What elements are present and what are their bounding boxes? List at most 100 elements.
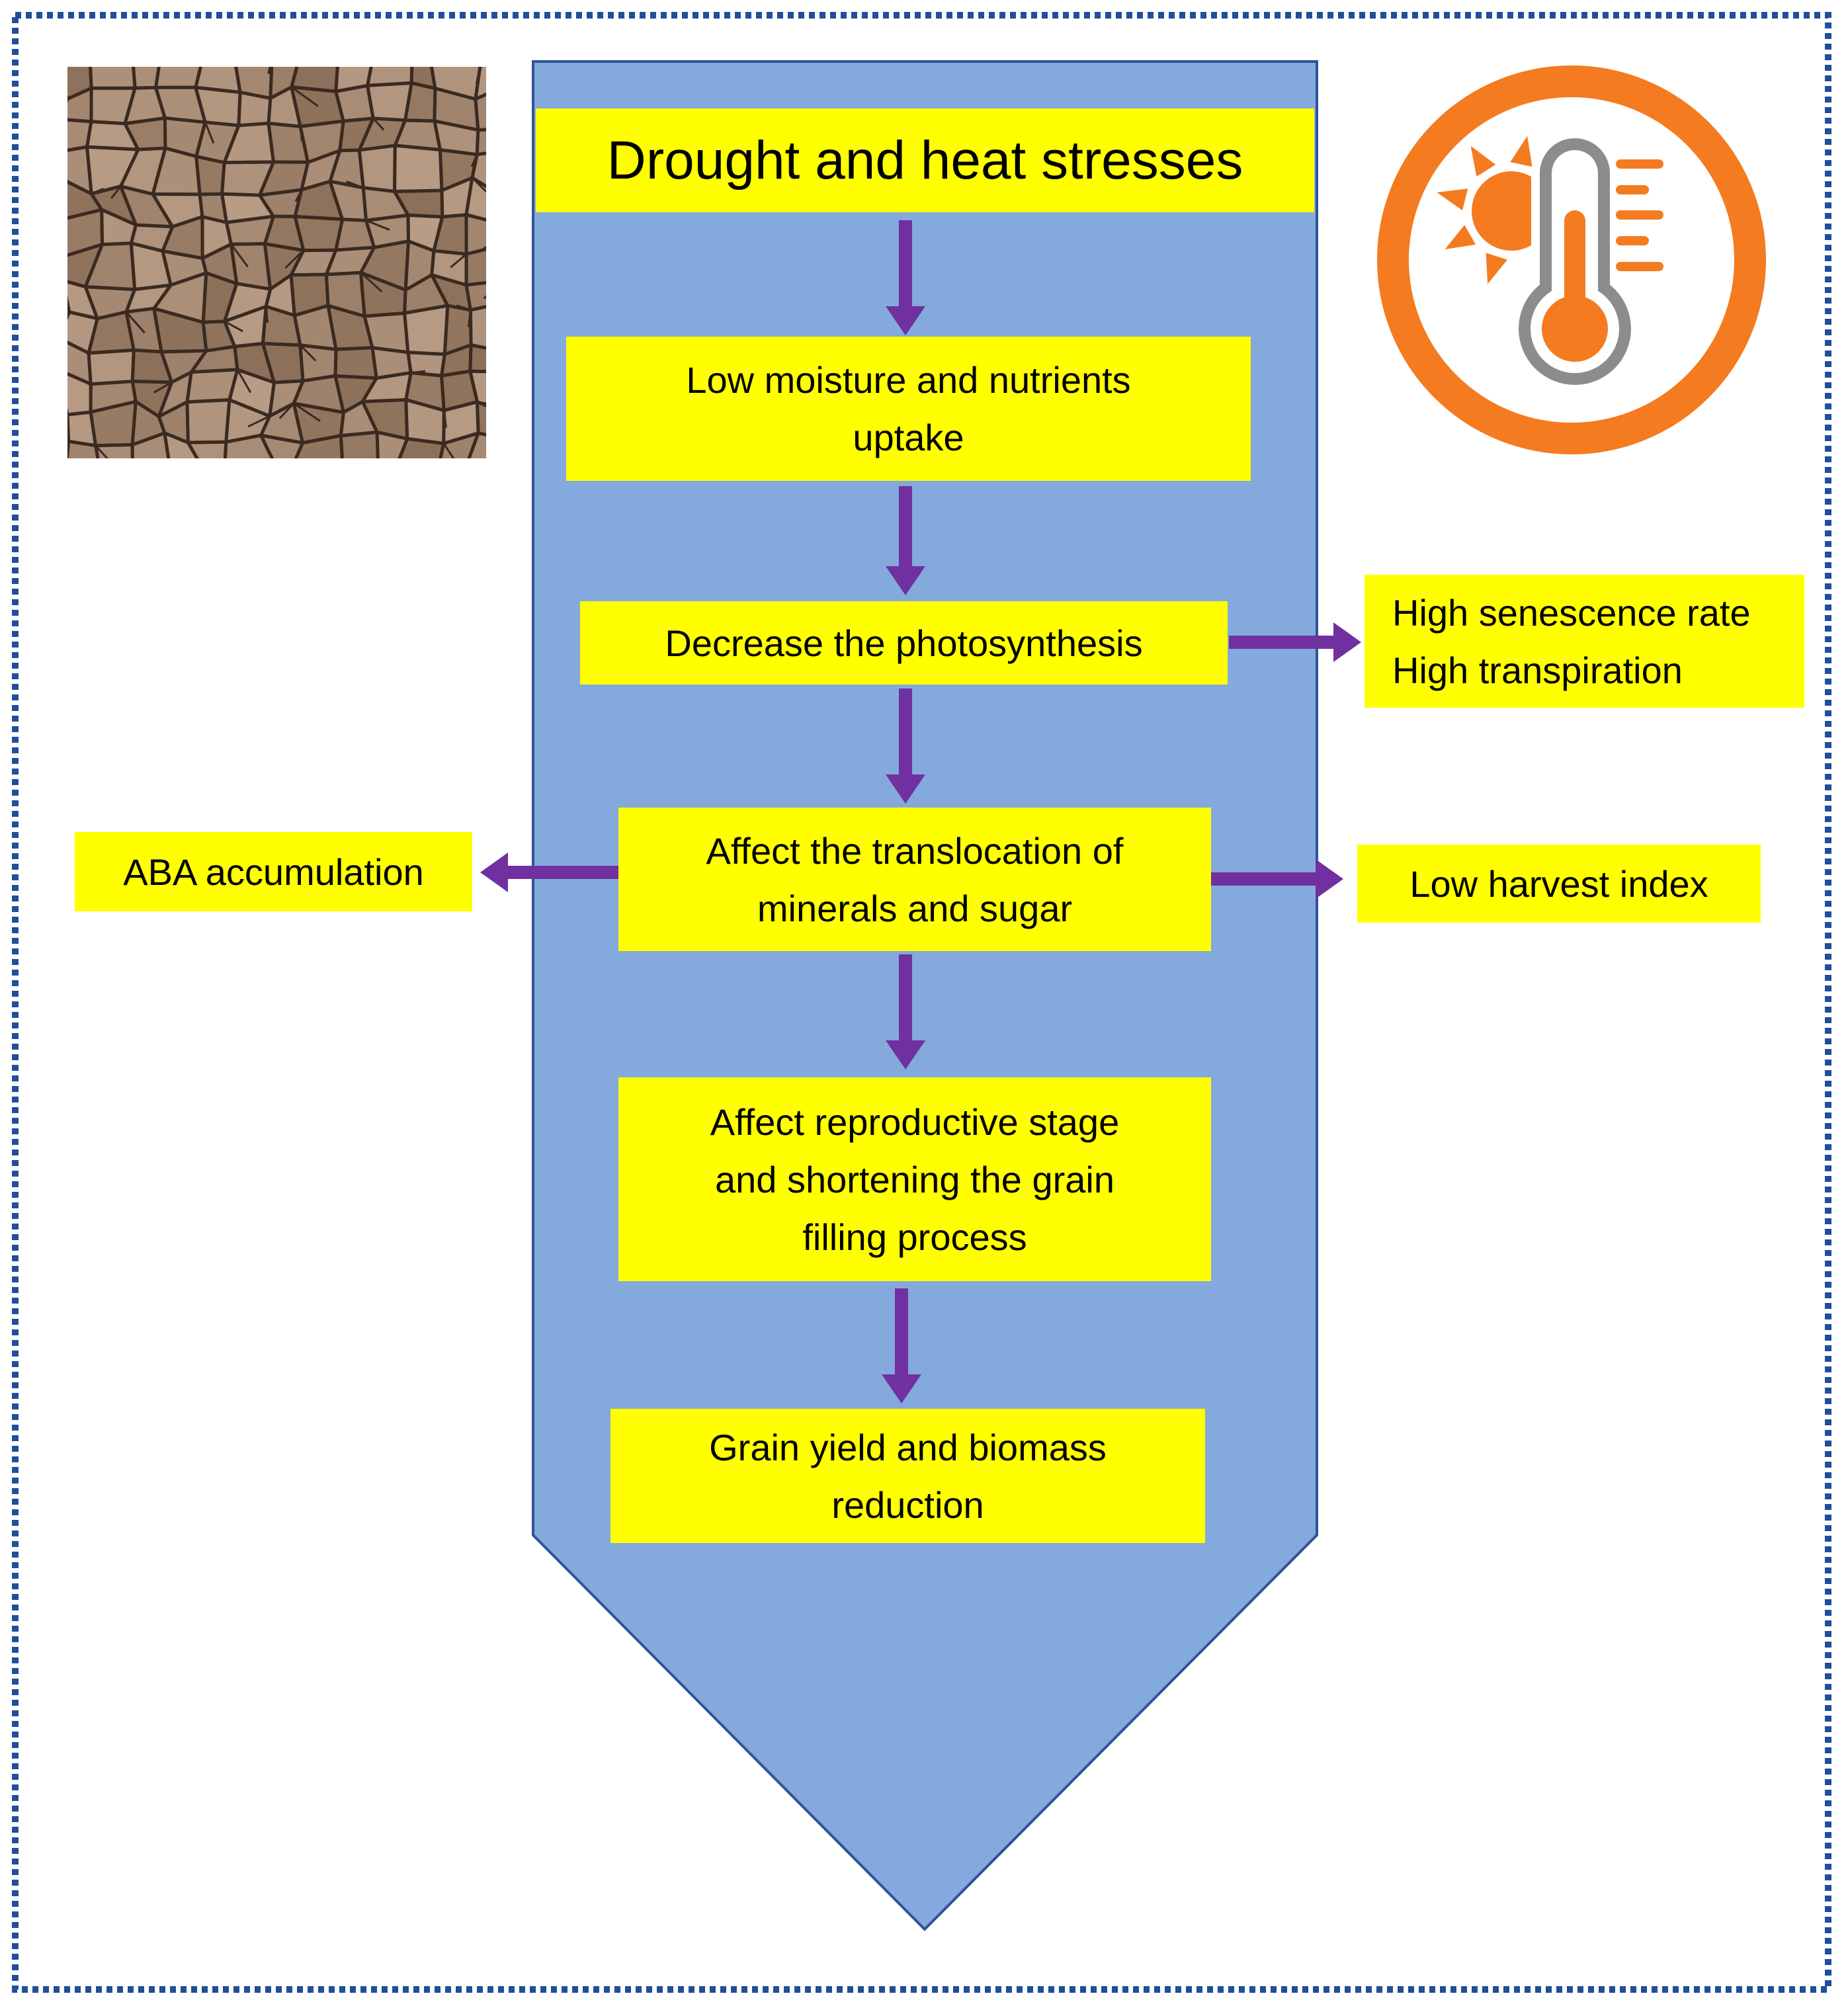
cracked-soil-photo	[50, 67, 509, 481]
step-text-line: Low moisture and nutrients	[686, 359, 1131, 401]
thermometer-scale-marks	[1616, 159, 1663, 271]
arrow-translocation-to-harvest	[1211, 859, 1343, 899]
soil-crack-cell	[366, 67, 414, 87]
soil-crack-line	[492, 372, 509, 374]
soil-crack-cell	[94, 443, 134, 458]
soil-crack-cell	[468, 369, 486, 407]
arrow-shaft	[899, 486, 912, 566]
arrow-head	[886, 1040, 925, 1069]
soil-crack-line	[134, 224, 137, 231]
step-box-yield: Grain yield and biomass reduction	[610, 1409, 1205, 1543]
effect-box-senescence: High senescence rate High transpiration	[1365, 575, 1804, 708]
arrow-shaft	[899, 220, 912, 306]
sun-ray	[1437, 188, 1468, 211]
soil-crack-cell	[468, 305, 486, 350]
effect-text-line: ABA accumulation	[123, 851, 424, 893]
dotted-frame	[12, 12, 1831, 1993]
soil-crack-cell	[259, 433, 305, 458]
sun-thermometer-icon	[1377, 65, 1766, 454]
arrow-title-to-moisture	[886, 220, 925, 335]
soil-crack-cell	[87, 348, 136, 386]
soil-crack-cell	[186, 440, 228, 458]
sun-ray	[1486, 253, 1507, 284]
arrow-head	[886, 566, 925, 595]
soil-crack-cells	[50, 67, 509, 481]
soil-crack-line	[153, 381, 173, 394]
soil-crack-cell	[357, 144, 397, 194]
arrow-head	[480, 853, 508, 892]
soil-crack-line	[230, 243, 249, 268]
soil-crack-line	[50, 67, 58, 85]
arrow-reproductive-to-yield	[882, 1288, 921, 1403]
soil-crack-cell	[290, 67, 339, 93]
soil-crack-line	[204, 122, 215, 144]
arrow-shaft	[895, 1288, 908, 1374]
soil-crack-line	[236, 369, 252, 394]
sun-ray	[1470, 146, 1496, 177]
soil-crack-cell	[476, 400, 486, 437]
arrow-photosynthesis-to-translocation	[886, 689, 925, 804]
arrow-translocation-to-reproductive	[886, 954, 925, 1069]
step-text-line: filling process	[802, 1216, 1027, 1258]
arrow-head	[886, 306, 925, 335]
arrow-photosynthesis-to-senescence	[1229, 622, 1361, 662]
soil-crack-line	[442, 410, 447, 428]
soil-crack-cell	[464, 280, 486, 312]
soil-crack-line	[487, 128, 499, 129]
step-box-moisture: Low moisture and nutrients uptake	[566, 337, 1251, 481]
step-text-line: uptake	[853, 417, 964, 458]
soil-crack-cell	[223, 433, 274, 458]
soil-crack-cell	[468, 343, 486, 374]
soil-crack-line	[443, 354, 446, 363]
soil-crack-cell	[398, 437, 446, 458]
soil-crack-cell	[403, 81, 437, 123]
step-box-translocation: Affect the translocation of minerals and…	[618, 808, 1211, 951]
soil-crack-line	[198, 67, 202, 74]
soil-crack-line	[360, 272, 383, 293]
step-box-photosynthesis: Decrease the photosynthesis	[580, 601, 1228, 685]
effect-box-aba: ABA accumulation	[75, 832, 472, 911]
soil-crack-line	[214, 474, 224, 481]
soil-crack-line	[372, 118, 385, 131]
arrow-shaft	[508, 866, 618, 879]
soil-crack-line	[293, 402, 321, 422]
title-box: Drought and heat stresses	[536, 108, 1314, 212]
soil-crack-line	[299, 126, 305, 145]
soil-crack-cell	[474, 92, 486, 132]
sun-ray	[1445, 225, 1476, 249]
arrow-shaft	[1211, 872, 1316, 886]
soil-crack-cell	[393, 144, 444, 194]
soil-crack-cell	[467, 431, 486, 458]
soil-crack-line	[265, 306, 269, 323]
sun-ray	[1510, 136, 1533, 167]
soil-crack-line	[247, 415, 271, 428]
soil-crack-line	[442, 442, 455, 458]
soil-crack-cell	[464, 247, 486, 287]
step-text-line: reduction	[831, 1484, 984, 1526]
arrow-head	[1316, 859, 1343, 899]
arrow-head	[886, 774, 925, 804]
soil-crack-cell	[130, 431, 171, 458]
soil-crack-line	[290, 86, 319, 107]
step-box-reproductive: Affect reproductive stage and shortening…	[618, 1077, 1211, 1281]
soil-crack-line	[483, 246, 486, 249]
soil-crack-line	[278, 402, 295, 419]
step-text-line: and shortening the grain	[715, 1158, 1114, 1200]
step-text-line: Grain yield and biomass	[709, 1426, 1107, 1468]
arrow-moisture-to-photosynthesis	[886, 486, 925, 595]
sun-icon	[1437, 136, 1551, 284]
soil-crack-line	[471, 177, 486, 193]
step-text-line: Decrease the photosynthesis	[665, 622, 1143, 664]
step-text-line: Affect the translocation of	[706, 829, 1124, 872]
soil-crack-line	[125, 311, 146, 334]
soil-crack-line	[365, 220, 390, 231]
arrow-shaft	[1229, 636, 1333, 649]
arrow-head	[1333, 622, 1361, 662]
soil-crack-cell	[464, 213, 486, 256]
soil-crack-cell	[474, 67, 486, 101]
soil-crack-line	[224, 320, 243, 333]
arrow-head	[882, 1374, 921, 1403]
soil-crack-cell	[375, 430, 409, 458]
soil-crack-cell	[163, 431, 199, 458]
